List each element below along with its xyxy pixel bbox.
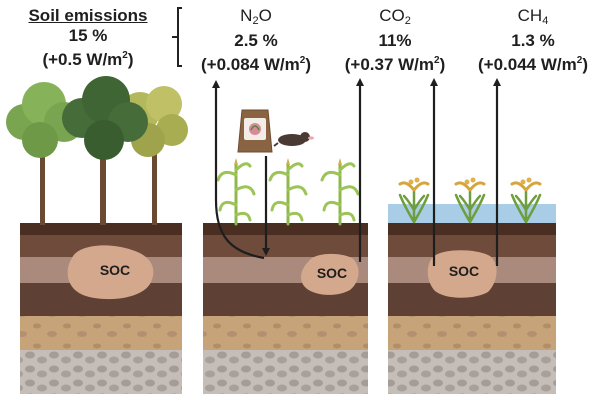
soc-label-cropland: SOC xyxy=(316,265,348,281)
fertilizer-bag-icon xyxy=(237,109,273,153)
ch4-gas-label: CH4 xyxy=(517,6,549,27)
soc-blob-forest xyxy=(67,245,154,300)
soc-blob-cropland xyxy=(301,253,359,295)
soil-emissions-header: Soil emissions 15 % (+0.5 W/m2) xyxy=(2,6,174,70)
n2o-header: N2O 2.5 % (+0.084 W/m2) xyxy=(186,6,326,75)
n2o-percent: 2.5 % xyxy=(234,31,278,50)
soc-label-rice: SOC xyxy=(448,263,480,279)
n2o-forcing: (+0.084 W/m2) xyxy=(201,55,311,74)
soil-emissions-forcing: (+0.5 W/m2) xyxy=(42,50,134,69)
soil-emissions-percent: 15 % xyxy=(68,26,108,45)
tree-icon xyxy=(6,76,188,225)
rice-plant-icon xyxy=(398,177,542,224)
n2o-emission-arrow xyxy=(212,80,265,260)
mole-icon xyxy=(273,132,314,147)
soil-column-cropland xyxy=(203,223,368,394)
ch4-percent: 1.3 % xyxy=(511,31,555,50)
soc-label-forest: SOC xyxy=(99,262,131,278)
emission-arrows xyxy=(212,78,501,266)
header-bracket xyxy=(172,7,182,67)
soc-blob-rice xyxy=(427,250,497,298)
soil-emissions-title: Soil emissions xyxy=(28,6,148,25)
co2-forcing: (+0.37 W/m2) xyxy=(344,55,446,74)
soil-column-rice xyxy=(388,204,556,394)
maize-plant-icon xyxy=(216,158,360,226)
n2o-gas-label: N2O xyxy=(240,6,272,27)
soil-column-forest xyxy=(20,223,182,394)
co2-header: CO2 11% (+0.37 W/m2) xyxy=(332,6,458,75)
co2-gas-label: CO2 xyxy=(379,6,411,27)
ch4-forcing: (+0.044 W/m2) xyxy=(478,55,588,74)
ch4-header: CH4 1.3 % (+0.044 W/m2) xyxy=(468,6,598,75)
co2-percent: 11% xyxy=(378,31,412,50)
